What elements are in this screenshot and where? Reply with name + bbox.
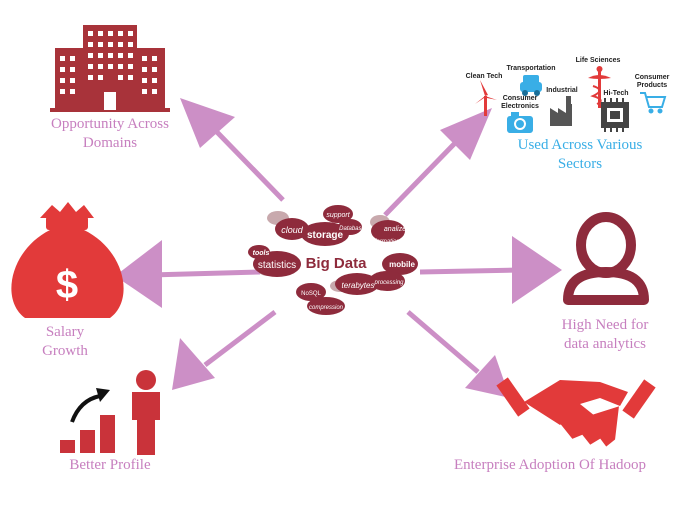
camera-icon bbox=[507, 112, 533, 133]
dollar-sign: $ bbox=[56, 263, 78, 307]
cloud-word: tools bbox=[253, 250, 270, 257]
arrow-bottom-left bbox=[172, 310, 277, 390]
big-data-cloud-cluster: cloud support storage Database tools ana… bbox=[248, 205, 418, 315]
sector-label: Clean Tech bbox=[466, 73, 503, 80]
car-icon bbox=[520, 75, 542, 96]
cloud-word: NoSQL bbox=[301, 291, 321, 297]
cloud-word: mobile bbox=[389, 260, 415, 269]
sector-label: Transportation bbox=[506, 65, 555, 72]
arrow-bottom-right bbox=[406, 310, 510, 398]
arrow-middle-left bbox=[115, 240, 261, 308]
cloud-word: information bbox=[370, 239, 400, 245]
label-better-profile: Better Profile bbox=[69, 457, 151, 473]
sector-label: Hi-Tech bbox=[603, 90, 628, 97]
label-opportunity-across-domains: Opportunity Across Domains bbox=[51, 116, 169, 151]
building-icon bbox=[50, 25, 170, 112]
shopping-cart-icon bbox=[640, 92, 667, 114]
arrows bbox=[115, 98, 562, 398]
handshake-icon bbox=[496, 377, 656, 450]
label-enterprise-adoption-hadoop: Enterprise Adoption Of Hadoop bbox=[453, 457, 647, 473]
person-icon bbox=[563, 212, 649, 305]
caduceus-icon bbox=[588, 66, 611, 108]
money-bag-icon: $ bbox=[11, 202, 124, 318]
cloud-word: compression bbox=[309, 305, 344, 311]
cloud-word: Database bbox=[339, 226, 365, 232]
arrow-top-left bbox=[180, 98, 285, 202]
big-data-title: Big Data bbox=[306, 255, 368, 272]
cloud-word: cloud bbox=[281, 225, 304, 235]
chip-icon bbox=[601, 98, 629, 132]
cloud-word: support bbox=[326, 212, 350, 219]
label-high-need-analytics: High Need for data analytics bbox=[561, 317, 649, 352]
arrow-middle-right bbox=[419, 236, 562, 304]
factory-icon bbox=[550, 96, 572, 126]
cloud-word: statistics bbox=[258, 260, 296, 271]
sector-label: Life Sciences bbox=[576, 57, 621, 64]
label-used-across-sectors: Used Across Various Sectors bbox=[517, 137, 643, 172]
cloud-word: analize bbox=[384, 226, 406, 233]
arrow-top-right bbox=[383, 108, 492, 217]
sector-label: Industrial bbox=[546, 87, 578, 94]
wind-turbine-icon bbox=[475, 80, 497, 116]
label-salary-growth: Salary Growth bbox=[42, 324, 88, 359]
cloud-word: terabytes bbox=[342, 281, 375, 290]
cloud-word: processing bbox=[373, 280, 404, 286]
cloud-word: storage bbox=[307, 230, 344, 241]
growth-chart-person-icon bbox=[60, 370, 160, 455]
